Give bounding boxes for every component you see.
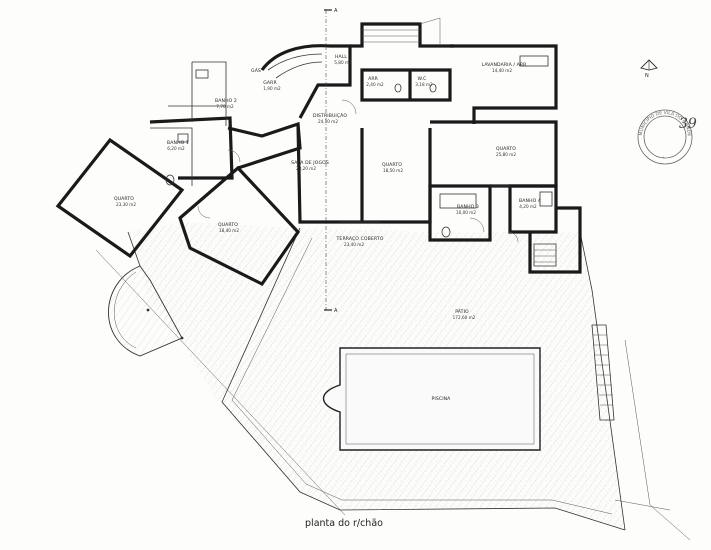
north-arrow-icon: N [640,59,658,79]
room-quarto-esquerda-name: QUARTO [114,196,134,202]
handwritten-number: 39 [679,116,697,132]
room-lavandaria-area: 14,40 m2 [492,68,512,73]
room-arr-name: ARR [368,76,379,82]
room-arr-area: 2,40 m2 [366,82,384,87]
room-wc-area: 3,18 m2 [415,82,433,87]
section-mark-top: A [334,8,338,14]
interior-details [150,17,557,267]
room-sala-jogos-area: 23,20 m2 [296,166,316,171]
room-quarto-baixo-area: 18,40 m2 [219,228,239,233]
room-quarto-direita-area: 25,80 m2 [496,152,516,157]
room-garr-area: 1,90 m2 [263,86,281,91]
room-sala-jogos-name: SALA DE JOGOS [291,160,329,166]
exterior-edges [95,249,691,541]
room-garr-name: GARR [263,80,277,86]
room-banho2-area: 7,70 m2 [216,104,234,109]
room-banho3-name: BANHO 3 [457,204,479,210]
room-patio-area: 172,60 m2 [453,315,476,320]
room-labels: HALL 5,80 m2 ARR 2,40 m2 W.C 3,18 m2 LAV… [114,54,541,402]
room-banho4-area: 4,20 m2 [519,204,537,209]
room-quarto-esquerda-area: 23,30 m2 [116,202,136,207]
room-quarto-baixo-name: QUARTO [218,222,238,228]
room-banho4-name: BANHO 4 [519,198,541,204]
north-label: N [645,73,649,79]
room-lavandaria-name: LAVANDARIA / ARR [482,62,528,68]
room-terraco-name: TERRAÇO COBERTO [336,236,384,242]
room-banho1-name: BANHO 1 [167,140,189,146]
room-quarto-centro-name: QUARTO [382,162,402,168]
municipal-stamp: MUNICÍPIO DE VILA DO CONDE 39 * [637,109,697,165]
room-wc-name: W.C [418,76,427,82]
room-banho1-area: 6,20 m2 [167,146,185,151]
room-quarto-centro-area: 18,50 m2 [383,168,403,173]
drawing-caption: planta do r/chão [305,518,383,529]
room-hall-name: HALL [335,54,347,60]
stamp-star-icon: * [662,156,665,162]
section-line: A A [324,8,338,314]
room-banho3-area: 10,00 m2 [456,210,476,215]
room-quarto-direita-name: QUARTO [496,146,516,152]
section-mark-bottom: A [334,308,338,314]
room-hall-area: 5,80 m2 [334,60,352,65]
room-distribuicao-name: DISTRIBUIÇÃO [313,112,347,119]
pool [322,347,541,451]
room-banho2-name: BANHO 2 [215,98,237,104]
room-piscina-name: PISCINA [432,396,452,402]
room-terraco-area: 23,40 m2 [344,242,364,247]
room-patio-name: PÁTIO [455,308,469,315]
room-distribuicao-area: 24,10 m2 [318,119,338,124]
room-gas-name: GÁS [251,67,261,74]
